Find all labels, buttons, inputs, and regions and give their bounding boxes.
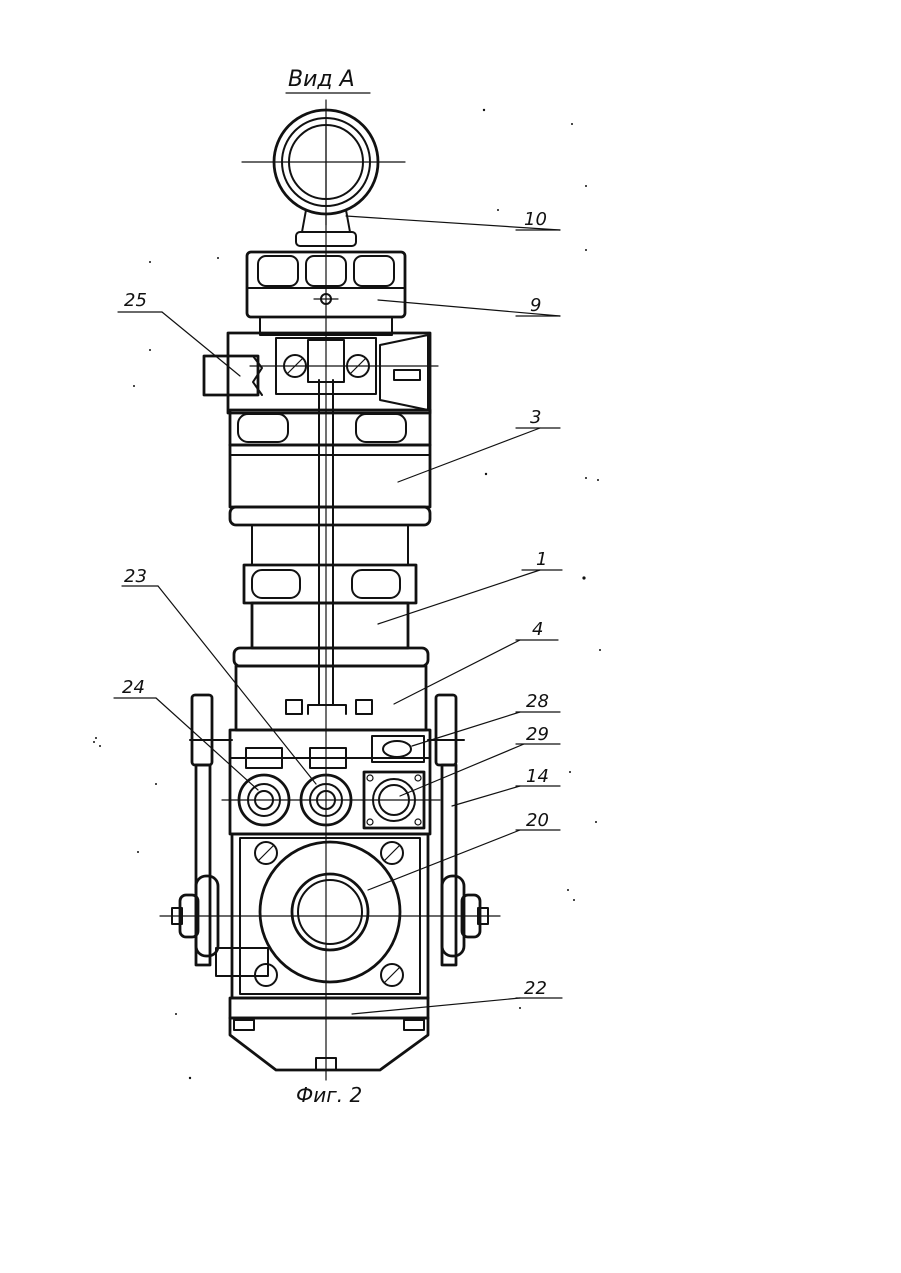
figure-caption: Фиг. 2 [296, 1083, 362, 1107]
eye-ring [242, 100, 405, 246]
callout-10: 10 [524, 209, 547, 230]
callout-4: 4 [532, 619, 543, 640]
piston-rod [319, 120, 333, 1080]
callout-20: 20 [526, 810, 549, 831]
body-section-1 [234, 565, 428, 666]
callout-29: 29 [526, 724, 549, 745]
callout-9: 9 [530, 295, 541, 316]
view-title: Вид А [288, 67, 355, 92]
callout-3: 3 [530, 407, 541, 428]
callout-1: 1 [536, 549, 547, 570]
callout-24: 24 [122, 677, 145, 698]
callout-14: 14 [526, 766, 549, 787]
callout-25: 25 [124, 290, 147, 311]
base-22 [230, 998, 428, 1070]
bracket-25 [204, 356, 262, 395]
body-section-3 [230, 410, 430, 565]
callout-22: 22 [524, 978, 547, 999]
valve-block [222, 730, 440, 834]
scan-specks [93, 109, 601, 1079]
callout-23: 23 [124, 566, 147, 587]
callout-28: 28 [526, 691, 549, 712]
